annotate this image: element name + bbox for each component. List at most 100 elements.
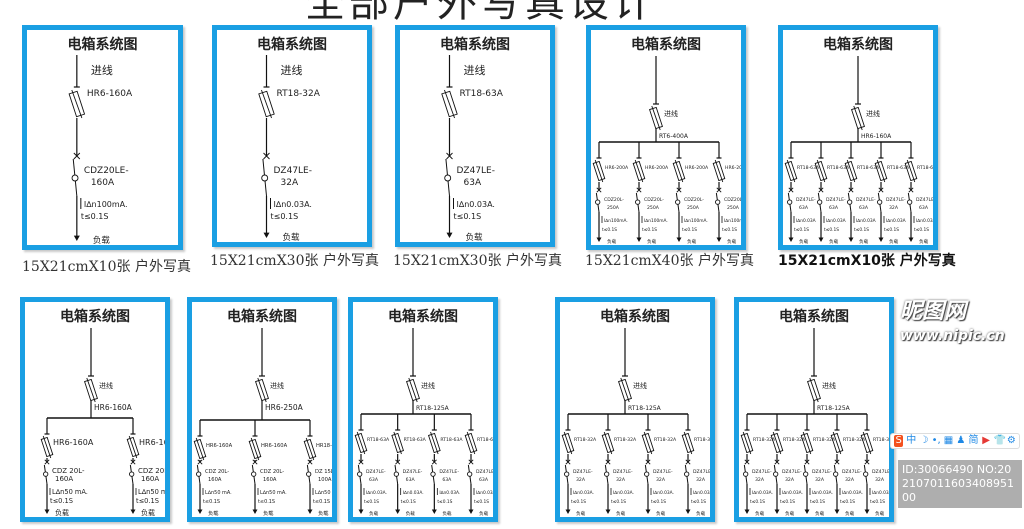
branch-fuse-label: HR6-200A (685, 165, 709, 171)
load-label: 负载 (141, 508, 155, 517)
branch-breaker-label: 63A (442, 477, 452, 483)
branch-breaker-label: CDZ 20L- (260, 469, 284, 475)
fuse-lead (742, 431, 752, 455)
leakage-current-label: I∆n0.03A. (274, 200, 312, 209)
branch-breaker-label: 32A (875, 477, 885, 483)
breaker-x-icon (676, 187, 682, 193)
arrow-down-icon (788, 237, 794, 242)
leakage-sensor-icon (644, 471, 650, 477)
leakage-sensor-icon (907, 199, 913, 205)
branch-fuse-label: RT18-32A (843, 437, 866, 443)
main-fuse-label: HR6-160A (861, 133, 892, 140)
ime-simplified-toggle[interactable]: 简 (968, 435, 979, 446)
diagram-svg: 电箱系统图进线RT18-125ART18-32ADZ47LE-32AI∆n0.0… (740, 308, 889, 517)
breaker-label: DZ47LE- (274, 166, 313, 176)
fuse-icon (712, 160, 726, 182)
leakage-current-label: I∆n0.03A. (872, 490, 889, 496)
branch-breaker-label: DZ47LE- (476, 469, 493, 475)
diagram-title: 电箱系统图 (388, 308, 458, 325)
branch-fuse-label: HR6-160A (139, 438, 165, 447)
ime-user-icon[interactable]: ♟ (956, 435, 966, 446)
breaker-x-icon (468, 459, 474, 465)
ime-moon-icon[interactable]: ☽ (919, 435, 929, 446)
breaker-x-icon (130, 459, 136, 465)
ime-chinese-mode[interactable]: 中 (906, 435, 917, 446)
breaker-x-icon (73, 152, 81, 160)
arrow-down-icon (804, 509, 810, 514)
load-label: 负载 (607, 238, 617, 245)
fuse-lead (466, 431, 476, 455)
arrow-down-icon (130, 509, 136, 514)
fuse-lead (853, 105, 863, 131)
branch-breaker-label: DZ47LE- (693, 469, 710, 475)
ime-toolbar[interactable]: S 中 ☽ •, ▦ ♟ 简 ▶ 👕 ⚙ (890, 433, 1020, 449)
branch-fuse-label: RT18-32A (813, 437, 836, 443)
trip-time-label: t≤0.1S (401, 499, 416, 505)
fuse-lead (683, 431, 693, 455)
arrow-down-icon (307, 509, 313, 514)
branch-breaker-label: DZ47LE- (872, 469, 889, 475)
fuse-lead (906, 159, 916, 183)
arrow-down-icon (596, 237, 602, 242)
ime-punctuation-icon[interactable]: •, (931, 435, 941, 446)
feed-label: 进线 (270, 381, 284, 390)
branch-breaker-label: 32A (889, 205, 899, 211)
trip-time-label: t≤0.1S (824, 227, 839, 233)
arrow-down-icon (774, 509, 780, 514)
breaker-x-icon (908, 187, 914, 193)
breaker-label: CDZ20LE- (84, 166, 129, 176)
breaker-x-icon (636, 187, 642, 193)
arrow-down-icon (446, 232, 453, 238)
page-title: 全部户外写真设计 (305, 0, 657, 26)
breaker-x-icon (834, 459, 840, 465)
trip-time-label: t≤0.1S (571, 499, 586, 505)
fuse-lead (257, 377, 267, 403)
fuse-lead (393, 431, 402, 455)
branch-fuse-label: RT18-63A (887, 165, 910, 171)
load-label: 负载 (785, 510, 795, 517)
load-label: 负载 (696, 510, 706, 517)
breaker-x-icon (263, 152, 270, 160)
load-label: 负载 (369, 510, 379, 517)
leakage-current-label: I∆n0.03A. (366, 490, 387, 496)
breaker-x-icon (818, 187, 824, 193)
branch-breaker-label: DZ47LE- (842, 469, 862, 475)
branch-fuse-label: RT18-63A (477, 437, 493, 443)
ime-skin-icon[interactable]: 👕 (993, 435, 1007, 446)
ime-keyboard-icon[interactable]: ▦ (943, 435, 954, 446)
ime-settings-icon[interactable]: ⚙ (1006, 435, 1016, 446)
leakage-sensor-icon (833, 471, 839, 477)
ime-video-icon[interactable]: ▶ (982, 435, 990, 446)
load-label: 负载 (283, 232, 301, 242)
load-label: 负载 (318, 509, 328, 517)
fuse-icon (601, 432, 615, 454)
fuse-lead (444, 89, 455, 119)
trip-time-label: t≤0.1S (651, 499, 666, 505)
arrow-down-icon (744, 509, 750, 514)
load-label: 负载 (755, 510, 765, 517)
fuse-icon (814, 160, 828, 182)
trip-time-label: t≤0.1S (602, 227, 617, 233)
breaker-x-icon (307, 459, 313, 465)
fuse-icon (672, 160, 686, 182)
branch-breaker-label: 63A (406, 477, 416, 483)
branch-fuse-label: RT18-63A (917, 165, 933, 171)
leakage-current-label: I∆n0.03A. (653, 490, 674, 496)
feed-label: 进线 (633, 381, 647, 390)
load-label: 负载 (442, 510, 452, 517)
load-label: 负载 (845, 510, 855, 517)
breaker-x-icon (596, 187, 602, 193)
fuse-icon (441, 90, 458, 118)
diagram-title: 电箱系统图 (440, 36, 510, 53)
fuse-lead (802, 431, 812, 455)
breaker-label: DZ47LE- (457, 166, 496, 176)
fuse-icon (40, 436, 54, 458)
fuse-lead (786, 159, 796, 183)
fuse-icon (830, 432, 844, 454)
branch-breaker-label: 63A (919, 205, 929, 211)
branch-breaker-label: 32A (576, 477, 586, 483)
arrow-down-icon (908, 237, 914, 242)
branch-breaker-label: DZ47LE- (796, 197, 816, 203)
branch-breaker-label: DZ47LE- (886, 197, 906, 203)
ime-logo-icon[interactable]: S (894, 435, 904, 447)
